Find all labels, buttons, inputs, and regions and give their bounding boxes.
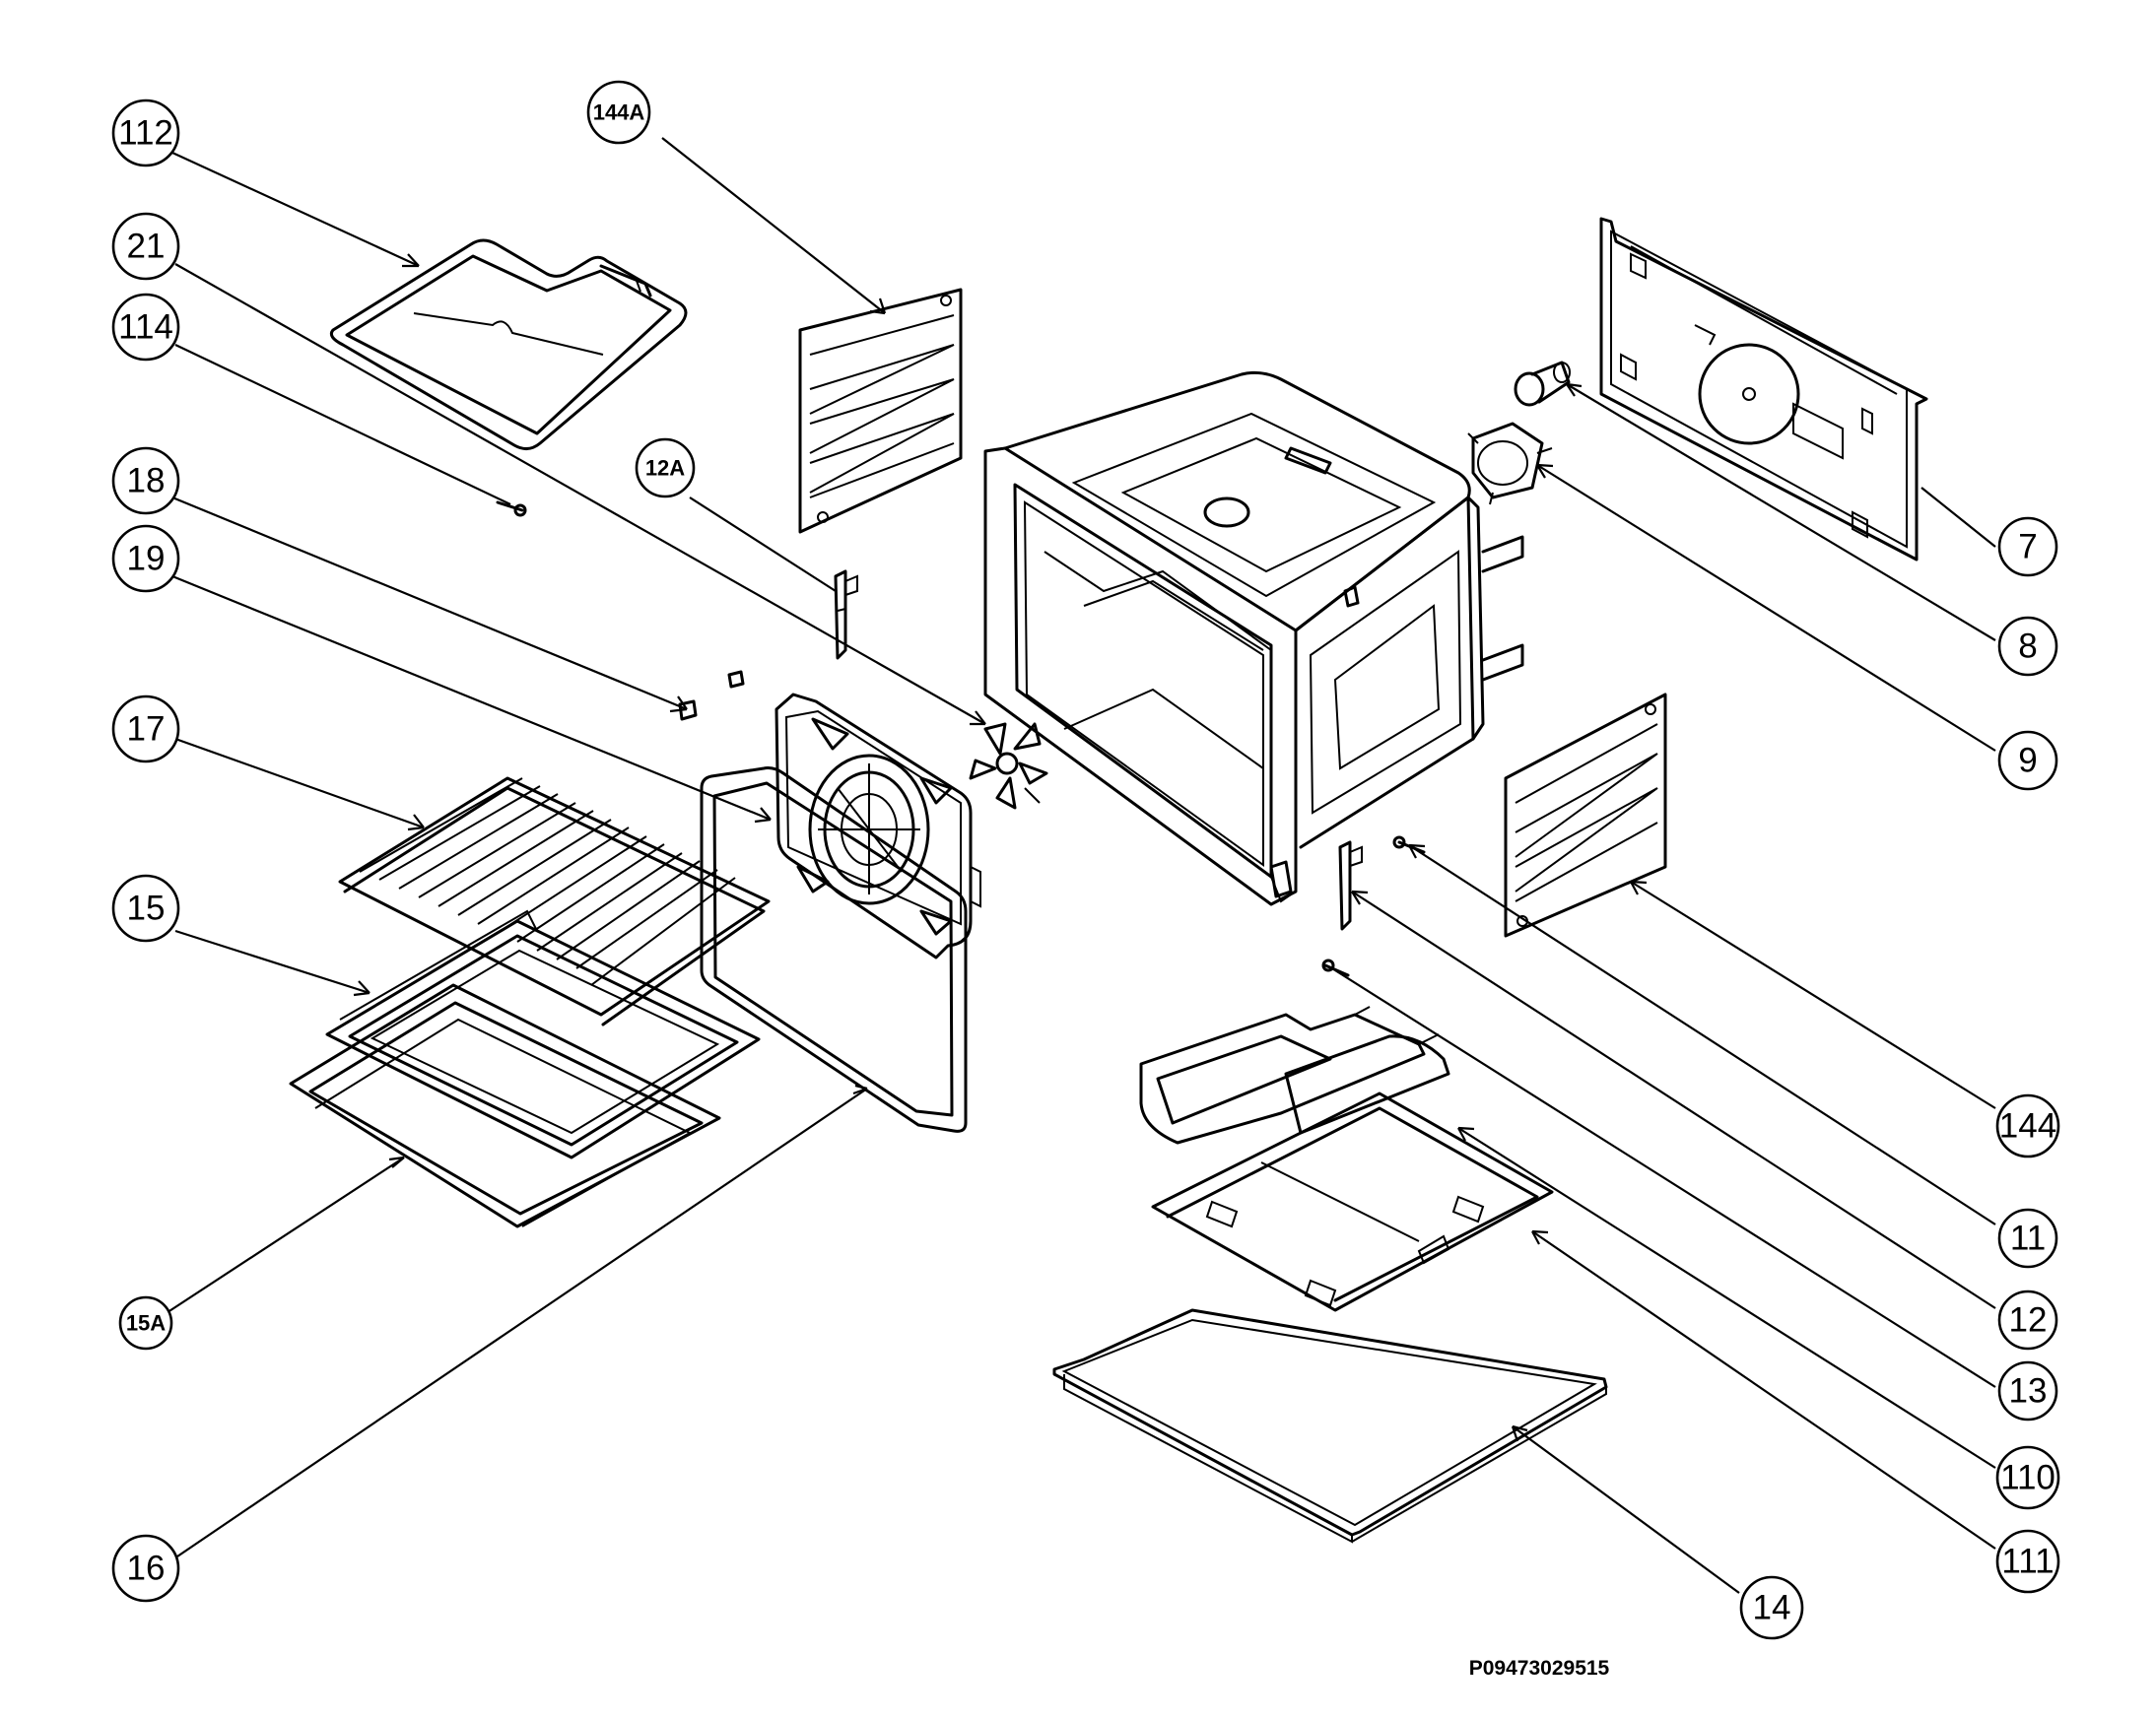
svg-text:8: 8 [2018, 628, 2037, 666]
svg-text:111: 111 [2001, 1543, 2054, 1581]
part-screw-114 [496, 500, 527, 517]
svg-text:144: 144 [1999, 1107, 2056, 1146]
callout-15a: 15A [118, 1295, 173, 1351]
svg-text:110: 110 [2000, 1459, 2055, 1497]
callout-17: 17 [111, 695, 180, 763]
part-back-panel [1599, 217, 1928, 562]
callout-8: 8 [1997, 616, 2058, 677]
callout-110: 110 [1995, 1445, 2060, 1510]
part-fan-motor [1467, 422, 1553, 505]
callout-12a: 12A [635, 437, 696, 498]
callout-12: 12 [1997, 1290, 2058, 1351]
callout-112: 112 [111, 99, 180, 167]
callout-15: 15 [111, 874, 180, 943]
part-deep-tray [289, 983, 721, 1228]
svg-text:16: 16 [127, 1550, 166, 1588]
part-bottom-heating-element [1139, 1006, 1450, 1145]
callout-144a: 144A [586, 80, 651, 145]
svg-text:13: 13 [2009, 1372, 2048, 1411]
callout-9: 9 [1997, 730, 2058, 791]
svg-text:19: 19 [127, 540, 166, 578]
part-fan-cover [775, 693, 981, 959]
callout-16: 16 [111, 1534, 180, 1603]
callout-7: 7 [1997, 516, 2058, 577]
svg-text:11: 11 [2010, 1220, 2046, 1258]
svg-text:114: 114 [118, 308, 173, 347]
part-right-shelf-support [1504, 693, 1667, 938]
svg-text:144A: 144A [593, 100, 645, 125]
part-baking-tray [325, 909, 761, 1159]
part-door-gasket [700, 766, 968, 1133]
part-wire-shelf [338, 776, 771, 1026]
svg-text:14: 14 [1753, 1589, 1791, 1627]
svg-text:17: 17 [127, 710, 166, 749]
part-clip-12 [1338, 840, 1363, 931]
callout-14: 14 [1739, 1575, 1804, 1640]
callout-13: 13 [1997, 1360, 2058, 1422]
svg-text:18: 18 [127, 462, 166, 500]
document-id: P09473029515 [1469, 1657, 1610, 1680]
part-screw-13 [1321, 959, 1350, 977]
svg-text:21: 21 [127, 228, 166, 266]
part-oven-cavity [983, 370, 1524, 906]
callout-18: 18 [111, 446, 180, 515]
svg-text:9: 9 [2018, 742, 2037, 780]
part-oven-lamp [1514, 361, 1571, 407]
svg-text:7: 7 [2018, 528, 2037, 566]
part-screw-11 [1392, 835, 1426, 854]
callout-21: 21 [111, 212, 180, 281]
part-fan-blade [969, 722, 1048, 810]
callout-19: 19 [111, 524, 180, 593]
part-bottom-tray [1151, 1092, 1554, 1312]
callout-11: 11 [1997, 1208, 2058, 1269]
svg-text:112: 112 [118, 114, 173, 153]
svg-text:15A: 15A [126, 1311, 166, 1336]
callout-114: 114 [111, 293, 180, 362]
part-small-clips-18 [678, 670, 745, 721]
part-top-heating-element [329, 238, 688, 450]
svg-text:15: 15 [127, 890, 166, 928]
callout-144: 144 [1995, 1093, 2060, 1158]
part-bottom-cover-plate [1052, 1308, 1608, 1544]
svg-text:12A: 12A [645, 456, 685, 481]
part-clip-12a [834, 569, 858, 660]
callout-111: 111 [1995, 1529, 2060, 1594]
leader-lines [155, 137, 1996, 1594]
svg-text:12: 12 [2009, 1301, 2048, 1340]
part-left-shelf-support [798, 288, 963, 534]
